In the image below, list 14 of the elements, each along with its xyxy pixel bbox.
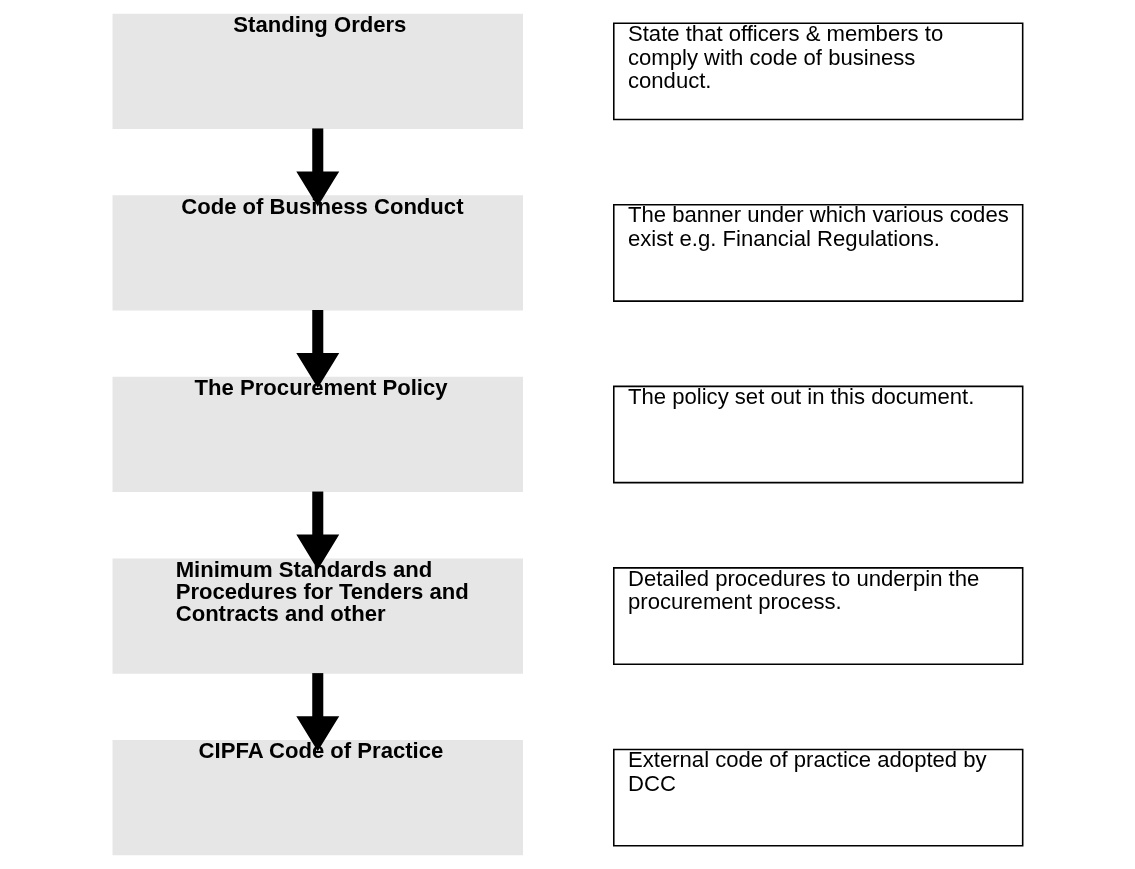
arrow <box>295 128 339 207</box>
arrow <box>295 491 339 570</box>
node-box: External code of practice adopted by DCC <box>612 748 1023 847</box>
node-box: State that officers & members to comply with code of business conduct. <box>612 22 1023 121</box>
node-box: The banner under which various codes exist e.g. Financial Regulations. <box>612 204 1023 302</box>
arrow <box>295 673 339 752</box>
node-box: Code of Business Conduct <box>112 195 523 311</box>
node-box: The policy set out in this document. <box>612 385 1023 484</box>
arrow <box>295 310 339 389</box>
node-box: Standing Orders <box>112 13 523 129</box>
node-box: CIPFA Code of Practice <box>112 740 523 856</box>
node-box: The Procurement Policy <box>112 376 523 493</box>
node-box: Detailed procedures to underpin the procurement process. <box>612 567 1023 665</box>
node-box: Minimum Standards and Procedures for Tenders and Contracts and other <box>112 558 523 674</box>
